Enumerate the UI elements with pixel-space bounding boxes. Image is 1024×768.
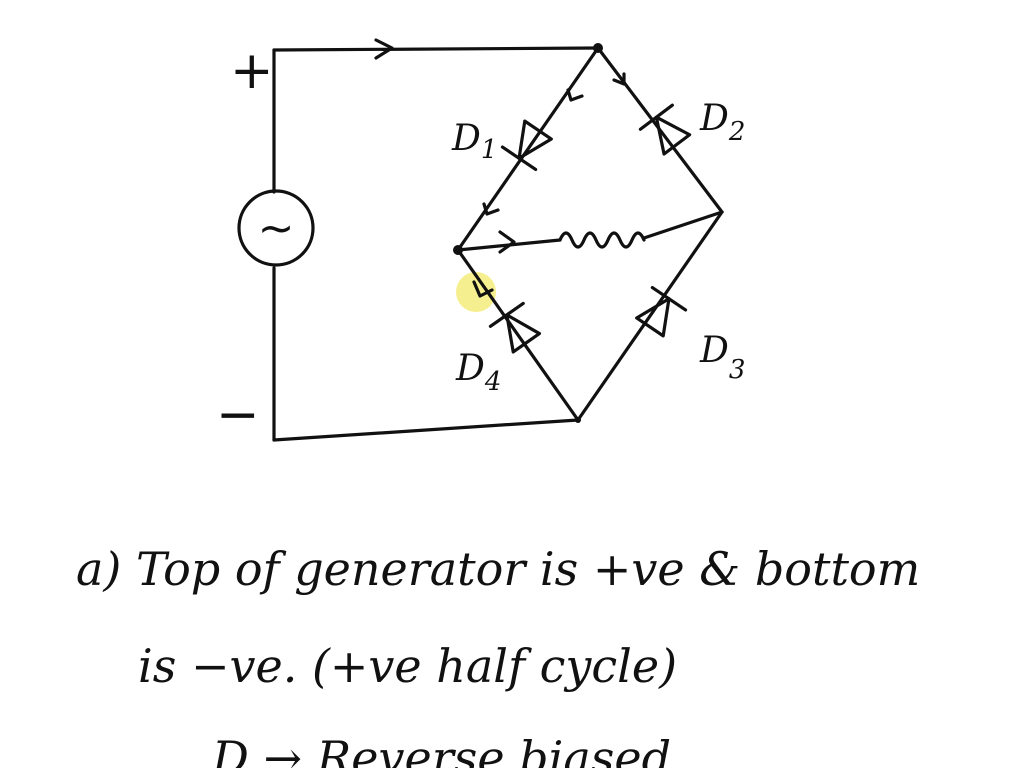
diode-d1 — [500, 119, 553, 172]
label-d4: D4 — [455, 348, 501, 397]
label-d3: D3 — [699, 330, 745, 385]
current-arrow-d1-branch-upper — [566, 88, 584, 102]
label-d4-subscript: 4 — [484, 367, 502, 397]
diode-d2 — [638, 103, 692, 156]
label-d3-subscript: 3 — [729, 355, 746, 385]
note-line-2: is −ve. (+ve half cycle) — [138, 639, 677, 693]
label-d2-subscript: 2 — [728, 117, 746, 147]
load-resistor-coil — [558, 231, 646, 249]
label-d1-subscript: 1 — [481, 135, 498, 165]
note-line-1: a) Top of generator is +ve & bottom — [76, 542, 920, 596]
label-d2: D2 — [699, 98, 745, 147]
bridge-edge-left-bottom — [456, 248, 580, 422]
diode-d3 — [635, 285, 688, 338]
negative-terminal-sign: − — [216, 385, 260, 445]
current-arrow-load — [498, 230, 516, 254]
current-arrow-d1-branch-lower — [482, 202, 500, 216]
label-d1-letter: D — [451, 118, 481, 159]
current-arrow-top — [374, 38, 394, 60]
bottom-wire — [272, 418, 580, 442]
label-d1: D1 — [451, 118, 497, 165]
positive-terminal-sign: + — [230, 41, 274, 101]
bridge-edge-right-bottom — [576, 210, 724, 422]
current-arrow-d4-branch — [472, 280, 494, 298]
pointer-highlight — [456, 272, 496, 312]
ac-source-circle — [237, 189, 315, 267]
label-d3-letter: D — [699, 330, 729, 371]
bridge-edge-top-left — [456, 46, 600, 252]
current-arrow-d2-branch — [612, 72, 626, 86]
top-wire — [272, 46, 600, 52]
diode-d4 — [488, 301, 542, 354]
label-d4-letter: D — [455, 348, 485, 389]
ac-source-symbol: ~ — [258, 203, 295, 254]
load-wire-right — [642, 210, 724, 240]
label-d2-letter: D — [699, 98, 729, 139]
note-line-3: D → Reverse biased — [211, 731, 671, 768]
